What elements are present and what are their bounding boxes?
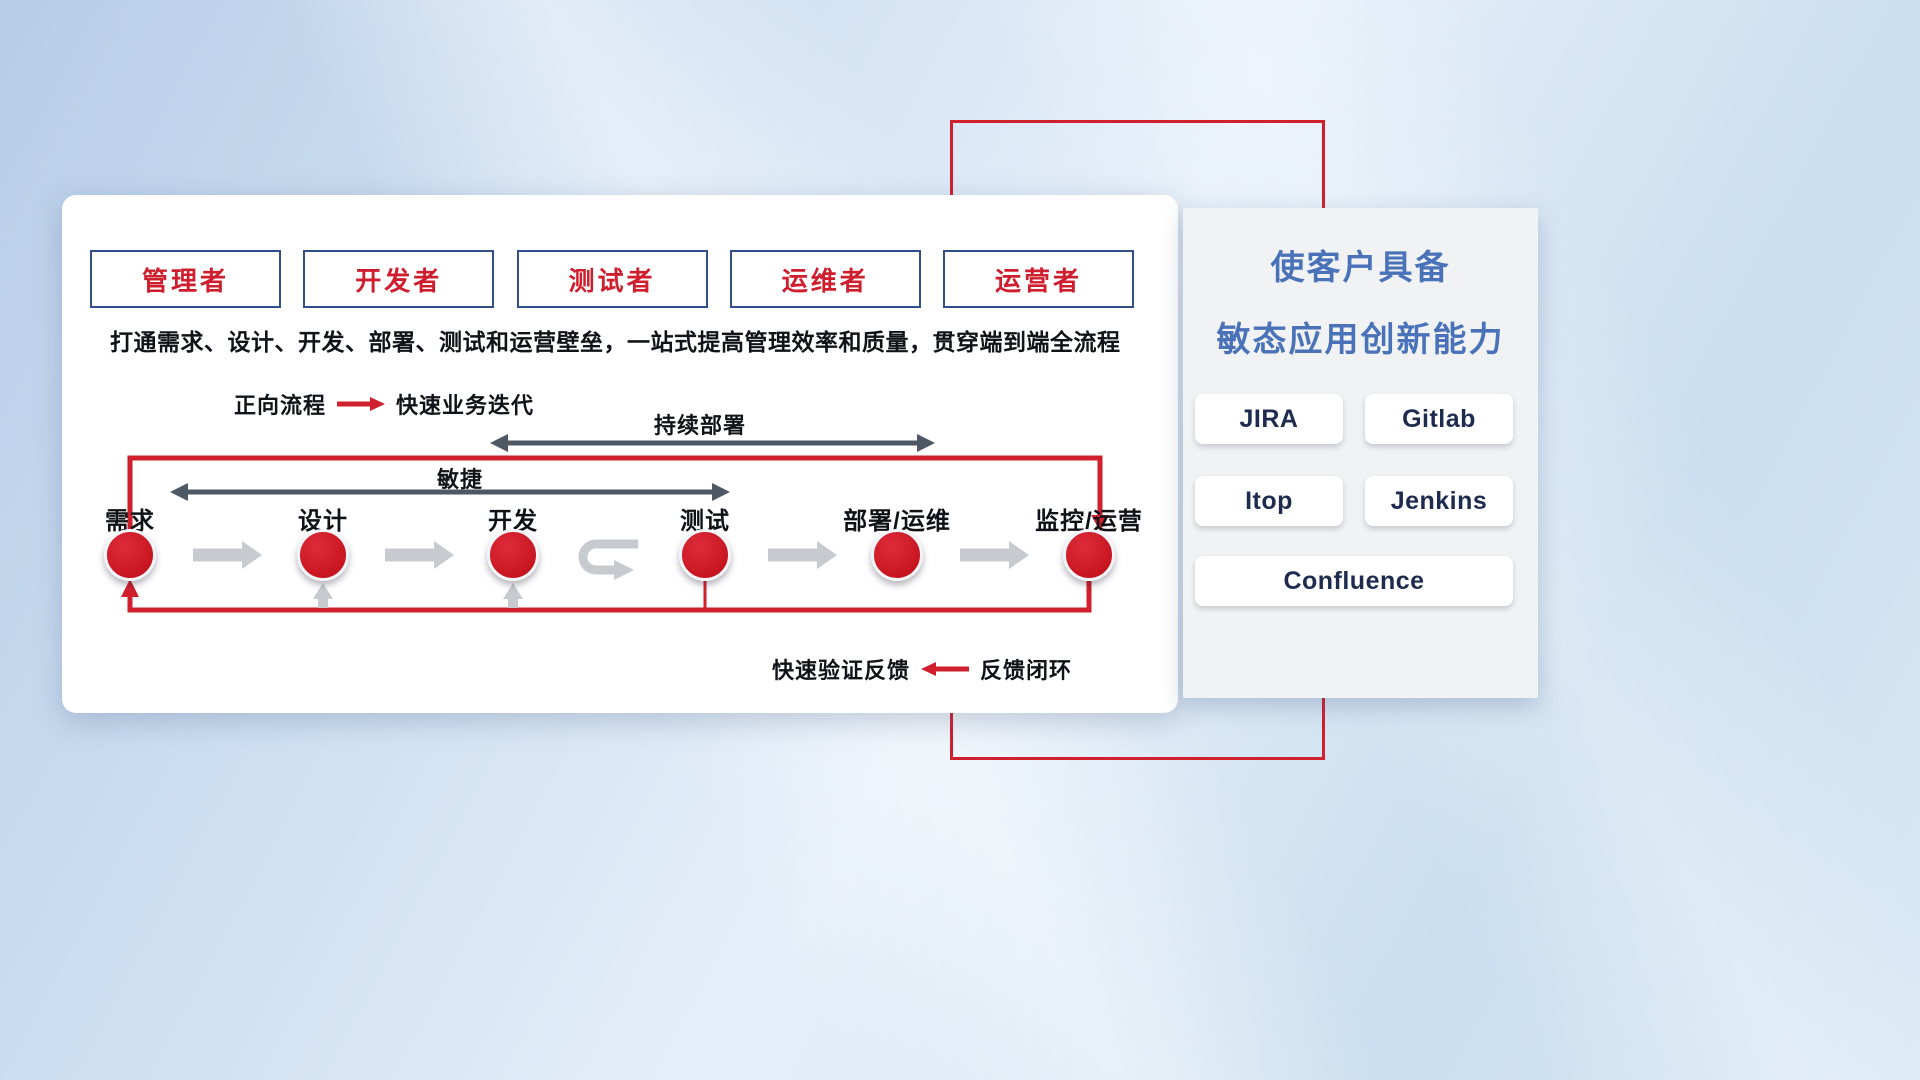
role-box-tester: 测试者 — [516, 250, 708, 308]
agile-arrow — [170, 483, 730, 501]
feedback-loop-line — [121, 579, 1092, 613]
devops-flow-card: 管理者 开发者 测试者 运维者 运营者 打通需求、设计、开发、部署、测试和运营壁… — [62, 195, 1178, 713]
flow-arrow — [193, 541, 262, 569]
legend-forward: 正向流程 快速业务迭代 — [234, 388, 534, 420]
role-box-developer: 开发者 — [303, 250, 495, 308]
red-arrow-left-icon — [921, 662, 970, 676]
continuous-deploy-label: 持续部署 — [653, 413, 747, 438]
tool-chip-jenkins: Jenkins — [1365, 476, 1513, 526]
legend-feedback-value: 反馈闭环 — [980, 658, 1073, 683]
role-label: 运维者 — [781, 265, 869, 296]
flow-arrow — [960, 541, 1029, 569]
step-node-deploy-ops — [871, 529, 923, 581]
role-boxes-row: 管理者 开发者 测试者 运维者 运营者 — [90, 250, 1134, 308]
step-node-demand — [104, 529, 156, 581]
step-node-test — [679, 529, 731, 581]
forward-loop-line — [127, 455, 1109, 531]
tool-chip-jira: JIRA — [1195, 394, 1343, 444]
legend-feedback: 快速验证反馈 反馈闭环 — [772, 653, 1072, 685]
legend-forward-label: 正向流程 — [234, 393, 327, 418]
flow-lines-svg — [121, 434, 1109, 613]
red-arrow-right-icon — [337, 397, 386, 411]
step-node-design — [297, 529, 349, 581]
feedback-up-arrow — [313, 583, 333, 608]
panel-title-line1: 使客户具备 — [1270, 249, 1451, 287]
role-label: 管理者 — [141, 265, 229, 296]
agile-label: 敏捷 — [436, 467, 484, 492]
flow-arrow — [768, 541, 837, 569]
role-label: 开发者 — [355, 265, 443, 296]
role-box-ops: 运维者 — [729, 250, 921, 308]
role-label: 运营者 — [994, 265, 1082, 296]
tool-chip-confluence: Confluence — [1195, 556, 1513, 606]
flow-arrow — [385, 541, 454, 569]
panel-title-line2: 敏态应用创新能力 — [1216, 321, 1505, 359]
role-box-manager: 管理者 — [90, 250, 281, 308]
tool-chip-itop: Itop — [1195, 476, 1343, 526]
role-label: 测试者 — [568, 265, 656, 296]
iteration-loop-icon — [578, 539, 638, 580]
step-node-monitor-operate — [1063, 529, 1115, 581]
feedback-up-arrow — [503, 583, 523, 608]
tool-chip-gitlab: Gitlab — [1365, 394, 1513, 444]
step-node-develop — [487, 529, 539, 581]
legend-feedback-label: 快速验证反馈 — [772, 658, 911, 683]
capability-panel: 使客户具备 敏态应用创新能力 JIRA Gitlab Itop Jenkins … — [1183, 208, 1538, 698]
continuous-deploy-arrow — [490, 434, 935, 452]
role-box-operator: 运营者 — [943, 250, 1134, 308]
legend-forward-value: 快速业务迭代 — [396, 393, 535, 418]
description-text: 打通需求、设计、开发、部署、测试和运营壁垒，一站式提高管理效率和质量，贯穿端到端… — [110, 329, 1121, 355]
